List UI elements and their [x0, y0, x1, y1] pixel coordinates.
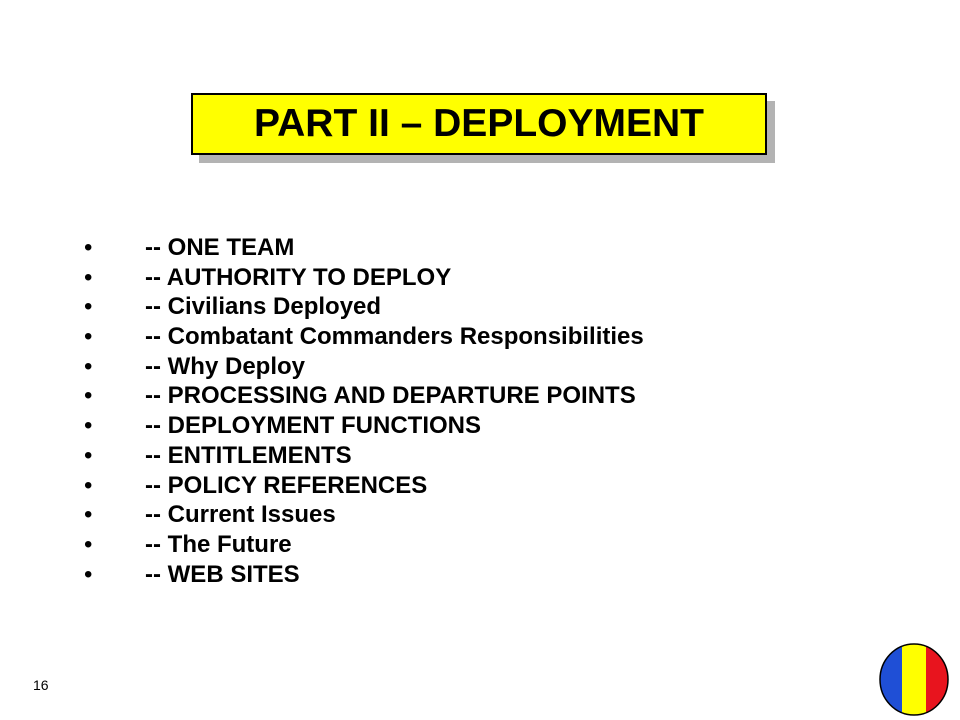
bullet-item: • -- POLICY REFERENCES — [84, 471, 904, 501]
logo-red-band — [926, 644, 948, 715]
bullet-item: • -- Current Issues — [84, 500, 904, 530]
bullet-text: -- Why Deploy — [145, 352, 305, 380]
bullet-icon: • — [84, 530, 93, 558]
bullet-text: -- ONE TEAM — [145, 234, 295, 261]
bullet-icon: • — [84, 382, 93, 410]
bullet-icon: • — [84, 352, 93, 380]
bullet-item: • -- The Future — [84, 530, 904, 560]
title-banner: PART II – DEPLOYMENT — [191, 93, 775, 163]
logo-outline — [879, 643, 949, 716]
bullet-icon: • — [84, 501, 93, 529]
bullet-text: -- WEB SITES — [145, 560, 300, 588]
bullet-icon: • — [84, 263, 93, 291]
bullet-item: • -- PROCESSING AND DEPARTURE POINTS — [84, 381, 904, 411]
bullet-item: • -- Civilians Deployed — [84, 292, 904, 322]
bullet-text: -- AUTHORITY TO DEPLOY — [145, 263, 452, 291]
bullet-item: • -- ONE TEAM — [84, 233, 904, 263]
bullet-text: -- POLICY REFERENCES — [145, 471, 428, 499]
bullet-item: • -- Combatant Commanders Responsibilitie… — [84, 322, 904, 352]
bullet-text: -- ENTITLEMENTS — [145, 441, 352, 469]
bullet-item: • -- DEPLOYMENT FUNCTIONS — [84, 411, 904, 441]
bullet-icon: • — [84, 412, 93, 440]
bullet-text: -- Combatant Commanders Responsibilities — [145, 323, 644, 351]
bullet-item: • -- Why Deploy — [84, 352, 904, 382]
bullet-item: • -- WEB SITES — [84, 560, 904, 590]
bullet-list: • -- ONE TEAM • -- AUTHORITY TO DEPLOY • -- C… — [84, 233, 904, 589]
bullet-icon: • — [84, 471, 93, 499]
bullet-text: -- The Future — [145, 530, 292, 558]
bullet-text: -- Current Issues — [145, 501, 336, 529]
logo-blue-band — [880, 644, 902, 715]
bullet-item: • -- AUTHORITY TO DEPLOY — [84, 263, 904, 293]
bullet-icon: • — [84, 293, 93, 321]
bullet-text: -- DEPLOYMENT FUNCTIONS — [145, 412, 481, 440]
bullet-icon: • — [84, 234, 93, 261]
tricolor-circle-logo-icon — [879, 643, 949, 716]
slide-title: PART II – DEPLOYMENT — [254, 102, 704, 145]
bullet-icon: • — [84, 441, 93, 469]
bullet-text: -- PROCESSING AND DEPARTURE POINTS — [145, 382, 636, 410]
title-box: PART II – DEPLOYMENT — [191, 93, 767, 155]
bullet-icon: • — [84, 323, 93, 351]
page-number: 16 — [33, 677, 49, 693]
bullet-text: -- Civilians Deployed — [145, 293, 382, 321]
logo-yellow-band — [902, 644, 926, 715]
bullet-item: • -- ENTITLEMENTS — [84, 441, 904, 471]
bullet-icon: • — [84, 560, 93, 588]
